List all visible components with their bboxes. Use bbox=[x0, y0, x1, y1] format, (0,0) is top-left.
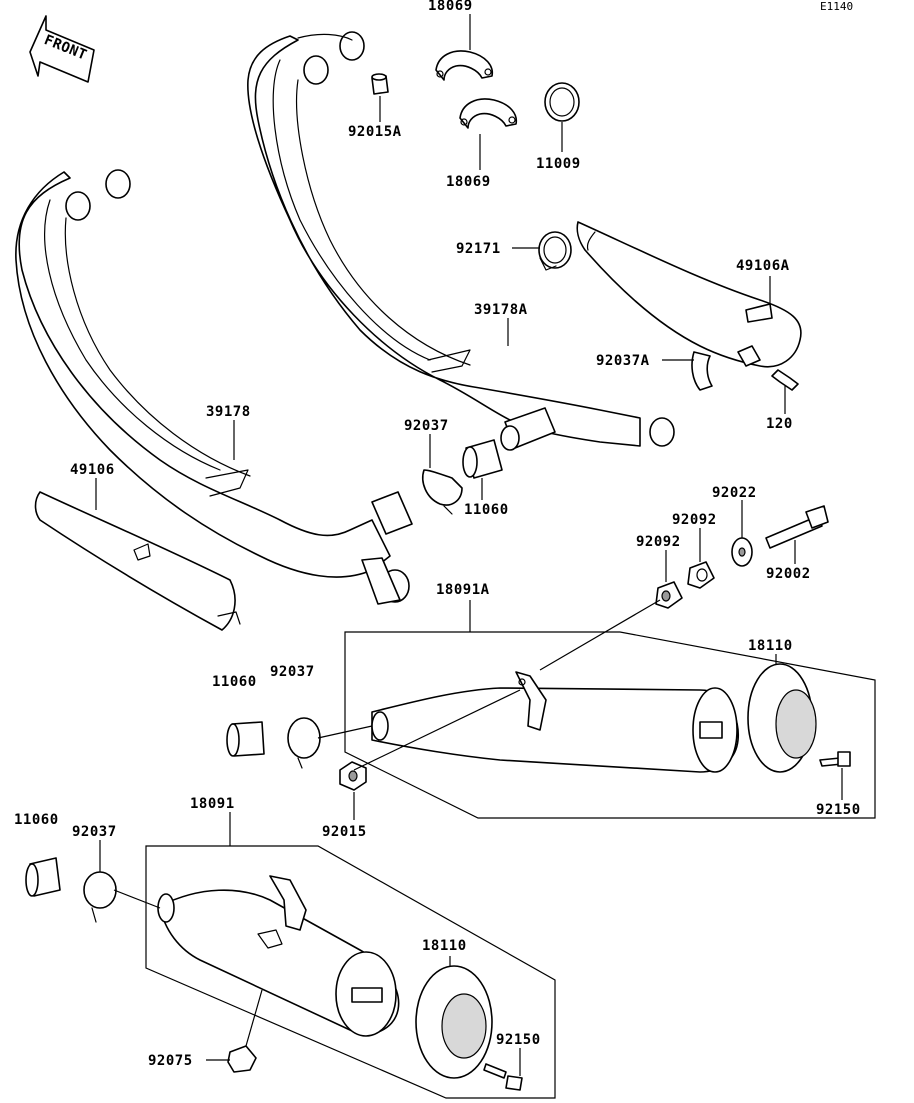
label-18110-lower: 18110 bbox=[422, 938, 467, 954]
muffler-18091A bbox=[371, 671, 740, 773]
clamp-92037-lower bbox=[83, 871, 117, 923]
label-92002: 92002 bbox=[766, 566, 811, 582]
grommet-92092-right bbox=[687, 561, 715, 589]
front-arrow-icon: FRONT bbox=[29, 15, 95, 83]
header-pipe-39178A bbox=[247, 31, 675, 451]
label-92037-mid: 92037 bbox=[404, 418, 449, 434]
label-11060-left: 11060 bbox=[212, 674, 257, 690]
label-92075: 92075 bbox=[148, 1053, 193, 1069]
label-49106: 49106 bbox=[70, 462, 115, 478]
clamp-92037-left bbox=[287, 717, 321, 769]
label-92015A: 92015A bbox=[348, 124, 402, 140]
muffler-18091 bbox=[157, 875, 400, 1037]
assembly-box-18091 bbox=[145, 845, 556, 1099]
label-92092-right: 92092 bbox=[672, 512, 717, 528]
label-11060-mid: 11060 bbox=[464, 502, 509, 518]
band-92171 bbox=[538, 231, 572, 271]
bolt-120 bbox=[771, 369, 799, 391]
label-39178A: 39178A bbox=[474, 302, 528, 318]
label-18110-upper: 18110 bbox=[748, 638, 793, 654]
diagram-code: E1140 bbox=[820, 0, 853, 13]
label-92037-lower: 92037 bbox=[72, 824, 117, 840]
label-92037A: 92037A bbox=[596, 353, 650, 369]
label-92150-upper: 92150 bbox=[816, 802, 861, 818]
bolt-92150-upper bbox=[819, 751, 851, 767]
gasket-11060-lower bbox=[25, 857, 61, 897]
gasket-11009 bbox=[544, 82, 580, 122]
gasket-11060-mid bbox=[462, 439, 503, 479]
label-18091A: 18091A bbox=[436, 582, 490, 598]
end-cap-18110-upper bbox=[747, 663, 817, 773]
washer-92022 bbox=[731, 537, 753, 567]
collar-92015A bbox=[371, 73, 389, 95]
label-11060-lower: 11060 bbox=[14, 812, 59, 828]
clamp-92037-mid bbox=[422, 469, 463, 515]
heat-shield-49106A bbox=[576, 221, 802, 368]
bolt-92002 bbox=[765, 505, 829, 549]
label-92171: 92171 bbox=[456, 241, 501, 257]
gasket-11060-left bbox=[226, 721, 265, 757]
end-cap-18110-lower bbox=[415, 965, 493, 1079]
label-49106A: 49106A bbox=[736, 258, 790, 274]
label-92150-lower: 92150 bbox=[496, 1032, 541, 1048]
damper-92075 bbox=[227, 1045, 257, 1073]
clamp-18069-top bbox=[435, 50, 494, 81]
label-92092-left: 92092 bbox=[636, 534, 681, 550]
label-18091: 18091 bbox=[190, 796, 235, 812]
label-92037-left: 92037 bbox=[270, 664, 315, 680]
label-11009: 11009 bbox=[536, 156, 581, 172]
assembly-box-18091A bbox=[344, 631, 876, 819]
header-pipe-39178 bbox=[15, 169, 413, 605]
nut-92015 bbox=[339, 761, 367, 791]
label-18069-top: 18069 bbox=[428, 0, 473, 14]
heat-shield-49106 bbox=[34, 491, 241, 631]
bolt-92150-lower bbox=[483, 1063, 523, 1091]
leader-lines bbox=[95, 14, 843, 1076]
clamp-18069-bottom bbox=[459, 98, 518, 129]
clamp-92037A bbox=[691, 351, 713, 391]
label-39178: 39178 bbox=[206, 404, 251, 420]
grommet-92092-left bbox=[655, 581, 683, 609]
label-18069-bottom: 18069 bbox=[446, 174, 491, 190]
label-92015: 92015 bbox=[322, 824, 367, 840]
label-120: 120 bbox=[766, 416, 793, 432]
part-labels: 18069 92015A 18069 11009 92171 49106A 39… bbox=[14, 0, 861, 1069]
label-92022: 92022 bbox=[712, 485, 757, 501]
